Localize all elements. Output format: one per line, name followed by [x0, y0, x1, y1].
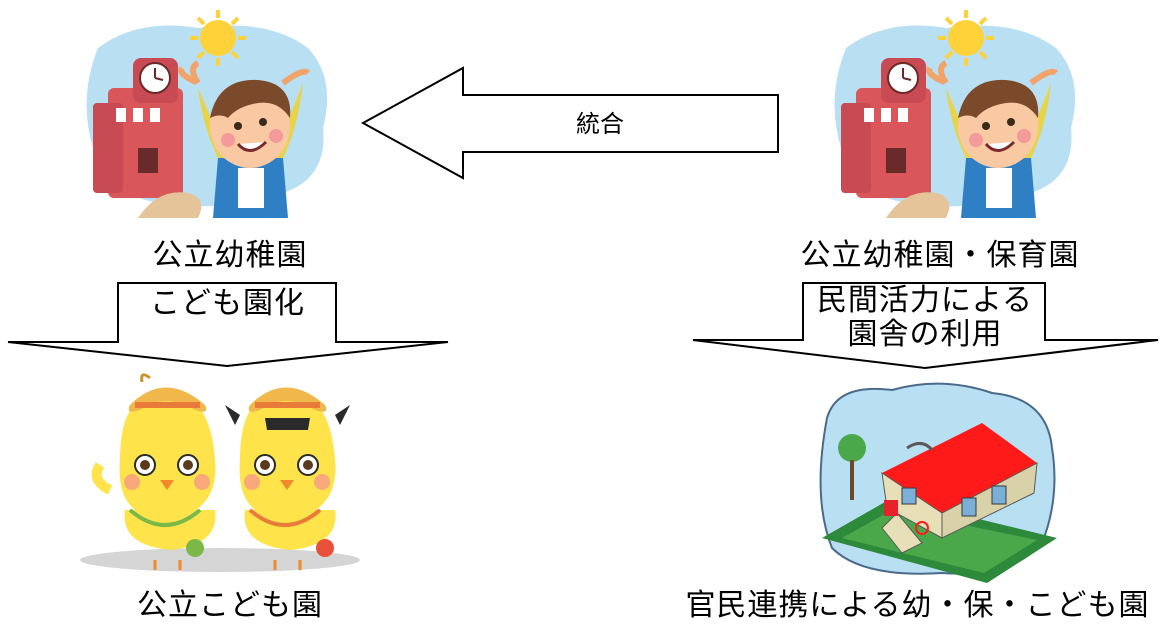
chick-right [225, 387, 350, 570]
node-label-top-right: 公立幼稚園・保育園 [800, 238, 1080, 273]
house-icon [819, 382, 1057, 583]
left-down-arrow-label: こども園化 [150, 286, 305, 321]
node-label-bottom-left: 公立こども園 [137, 588, 323, 623]
merge-arrow-label: 統合 [576, 110, 624, 138]
node-label-bottom-right: 官民連携による幼・保・こども園 [685, 588, 1150, 623]
merge-arrow [360, 66, 779, 180]
right-down-arrow [692, 282, 1159, 370]
node-label-top-left: 公立幼稚園 [152, 238, 308, 273]
right-down-arrow-label-line2: 園舎の利用 [847, 317, 1003, 352]
chick-left [91, 373, 216, 570]
school-boy-icon [834, 10, 1076, 218]
left-down-arrow [7, 282, 449, 368]
chick-children-icon [80, 373, 360, 572]
right-down-arrow-label-line1: 民間活力による [816, 283, 1034, 318]
school-boy-icon [86, 10, 328, 218]
